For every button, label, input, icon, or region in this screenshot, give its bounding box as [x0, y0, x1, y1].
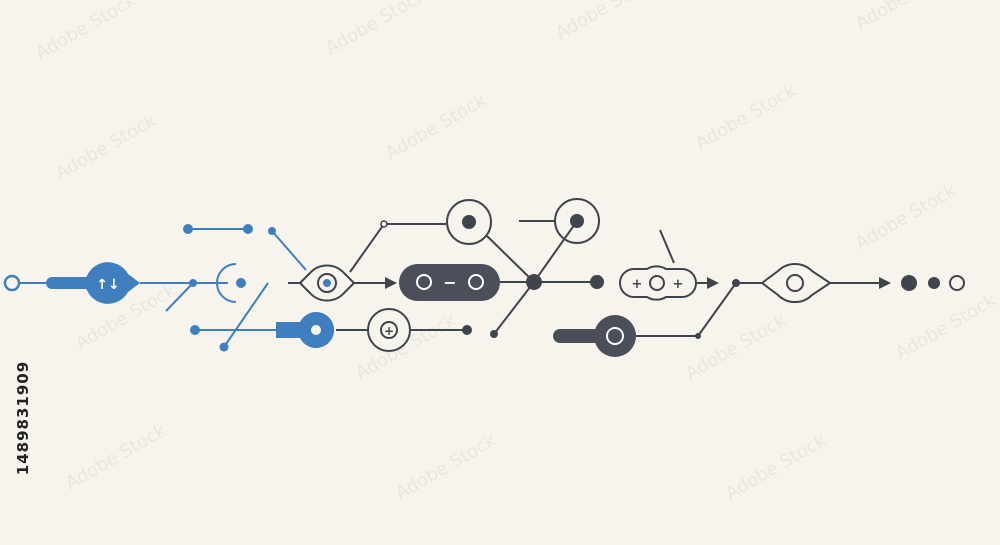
pill-node — [399, 264, 500, 301]
watermark-text: Adobe Stock — [382, 90, 490, 165]
branch-dot — [462, 325, 472, 335]
watermark-text: Adobe Stock — [892, 290, 1000, 365]
branch-dot — [490, 330, 498, 338]
watermark-layer: Adobe Stock Adobe Stock Adobe Stock Adob… — [32, 0, 1000, 504]
watermark-text: Adobe Stock — [682, 310, 790, 385]
branch-line — [165, 282, 194, 312]
watermark-text: Adobe Stock — [722, 430, 830, 505]
watermark-text: Adobe Stock — [852, 0, 960, 34]
arrow-head — [707, 277, 719, 289]
branch-line — [271, 230, 307, 271]
dark-key-ring — [606, 327, 624, 345]
blue-section: ↑↓ — [3, 224, 335, 352]
blue-capsule — [46, 277, 98, 289]
branch-line — [493, 281, 535, 335]
blue-teardrop-node — [85, 262, 140, 304]
plus-circle-label: + — [384, 324, 394, 338]
eye-node-center — [323, 279, 331, 287]
arrow-head — [879, 277, 891, 289]
start-badge-label: ↑↓ — [96, 277, 119, 293]
watermark-text: Adobe Stock — [32, 0, 140, 64]
blue-key-node — [276, 312, 335, 348]
circle-node-center — [570, 214, 584, 228]
end-dot — [901, 275, 917, 291]
watermark-text: Adobe Stock — [322, 0, 430, 59]
key-node-hole — [311, 325, 321, 335]
branch-line — [533, 220, 578, 283]
right-section: + + — [553, 229, 965, 357]
branch-line — [659, 229, 675, 264]
eye-node-ring — [317, 273, 337, 293]
dark-key-node — [594, 315, 636, 357]
branch-dot — [219, 342, 229, 352]
watermark-text: Adobe Stock — [392, 430, 500, 505]
lens-node — [760, 262, 832, 304]
stock-id-text: 1489831909 — [14, 360, 32, 475]
end-dot — [928, 277, 940, 289]
start-node — [3, 274, 21, 292]
watermark-text: Adobe Stock — [692, 80, 800, 155]
branch-line — [697, 282, 737, 337]
watermark-text: Adobe Stock — [552, 0, 660, 44]
plus-capsule-ring — [649, 275, 665, 291]
branch-line — [486, 235, 535, 283]
watermark-text: Adobe Stock — [52, 110, 160, 185]
plus-capsule-right-label: + — [673, 277, 684, 292]
watermark-text: Adobe Stock — [62, 420, 170, 495]
dark-capsule — [553, 329, 608, 343]
half-ring-node — [216, 263, 237, 303]
branch-line — [223, 282, 269, 348]
watermark-text: Adobe Stock — [852, 180, 960, 255]
branch-dot — [590, 275, 604, 289]
watermark-text: Adobe Stock — [352, 310, 460, 385]
plus-capsule-left-label: + — [632, 277, 643, 292]
lens-node-ring — [786, 274, 804, 292]
branch-dot — [243, 224, 253, 234]
circle-node — [554, 198, 600, 244]
pill-node-right-ring — [468, 274, 484, 290]
circle-node — [446, 199, 492, 245]
branch-line — [349, 223, 385, 273]
central-section: − + — [288, 198, 604, 352]
circle-node-center — [462, 215, 476, 229]
ring-center-dot — [236, 278, 246, 288]
arrow-head — [385, 277, 397, 289]
end-ring — [949, 275, 965, 291]
pill-node-minus: − — [443, 273, 456, 292]
stock-id-label: 1489831909 — [12, 300, 34, 535]
pill-node-left-ring — [416, 274, 432, 290]
plus-circle-inner-ring — [380, 321, 398, 339]
